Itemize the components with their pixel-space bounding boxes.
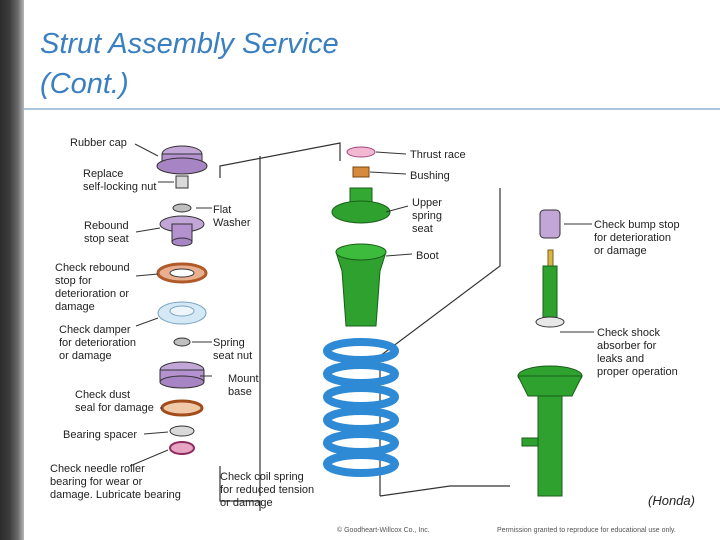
bump-stop-part (539, 209, 561, 239)
label-bushing: Bushing (410, 170, 450, 182)
label-spring-seat-nut-line2: seat nut (213, 350, 252, 362)
spring-seat-nut-part (173, 337, 191, 347)
bracket-left-bottom (219, 466, 261, 511)
bracket-right-bottom (379, 485, 510, 497)
label-check-damper-line1: Check damper (59, 324, 131, 336)
title-divider (24, 108, 720, 110)
label-coil-spring-line3: or damage (220, 497, 273, 509)
label-upper-seat-line3: seat (412, 223, 433, 235)
dust-seal-part (160, 399, 204, 417)
label-flat-washer-line2: Washer (213, 217, 251, 229)
label-thrust-race: Thrust race (410, 149, 466, 161)
label-dust-seal-line1: Check dust (75, 389, 130, 401)
upper-spring-seat-part (331, 187, 391, 224)
bracket-right-top (379, 188, 501, 357)
label-replace-line1: Replace (83, 168, 123, 180)
rebound-stop-ring-part (156, 262, 208, 284)
image-credit: (Honda) (648, 493, 695, 508)
label-bump-stop-line1: Check bump stop (594, 219, 680, 231)
label-check-rebound-line2: stop for (55, 275, 92, 287)
thrust-race-part (346, 146, 376, 158)
label-bump-stop-line3: or damage (594, 245, 647, 257)
label-check-rebound-line3: deterioration or (55, 288, 129, 300)
label-upper-seat-line2: spring (412, 210, 442, 222)
label-mount-base-line2: base (228, 386, 252, 398)
label-check-rebound-line1: Check rebound (55, 262, 130, 274)
flat-washer-part (172, 203, 192, 213)
title-line-2: (Cont.) (40, 68, 129, 100)
label-bump-stop-line2: for deterioration (594, 232, 671, 244)
title-band (24, 0, 720, 108)
label-coil-spring-line1: Check coil spring (220, 471, 304, 483)
label-check-rebound-line4: damage (55, 301, 95, 313)
label-shock-line3: leaks and (597, 353, 644, 365)
label-rebound-seat-line2: stop seat (84, 233, 129, 245)
label-replace-line2: self-locking nut (83, 181, 156, 193)
label-rebound-seat-line1: Rebound (84, 220, 129, 232)
damper-part (157, 301, 207, 325)
label-bearing-spacer: Bearing spacer (63, 429, 137, 441)
label-needle-line3: damage. Lubricate bearing (50, 489, 181, 501)
title-line-1: Strut Assembly Service (40, 28, 339, 60)
leader-lines (129, 143, 594, 467)
label-shock-line1: Check shock (597, 327, 660, 339)
label-needle-line2: bearing for wear or (50, 476, 143, 488)
bushing-part (352, 166, 370, 178)
label-shock-line2: absorber for (597, 340, 657, 352)
needle-bearing-part (169, 441, 195, 455)
footer-copyright: © Goodheart-Willcox Co., Inc. (337, 527, 430, 534)
label-upper-seat-line1: Upper (412, 197, 442, 209)
strut-exploded-diagram: Rubber cap Replace self-locking nut Rebo… (40, 126, 690, 516)
slide-title: Strut Assembly Service (Cont.) (40, 24, 339, 104)
mount-base-part (159, 361, 205, 389)
label-check-damper-line3: or damage (59, 350, 112, 362)
footer-permission: Permission granted to reproduce for educ… (497, 527, 676, 534)
boot-part (335, 243, 387, 327)
label-needle-line1: Check needle roller (50, 463, 145, 475)
self-locking-nut-part (175, 175, 189, 189)
rebound-stop-seat-part (159, 215, 205, 247)
rubber-cap-part (156, 145, 208, 175)
label-dust-seal-line2: seal for damage (75, 402, 154, 414)
shock-absorber-part (517, 249, 583, 497)
bracket-left-top (219, 142, 341, 178)
label-check-damper-line2: for deterioration (59, 337, 136, 349)
label-shock-line4: proper operation (597, 366, 678, 378)
label-spring-seat-nut-line1: Spring (213, 337, 245, 349)
coil-spring-part (323, 338, 399, 477)
label-coil-spring-line2: for reduced tension (220, 484, 314, 496)
label-mount-base-line1: Mount (228, 373, 259, 385)
left-decorative-bar (0, 0, 24, 540)
label-rubber-cap: Rubber cap (70, 137, 127, 149)
label-boot: Boot (416, 250, 439, 262)
label-flat-washer-line1: Flat (213, 204, 231, 216)
bearing-spacer-part (169, 425, 195, 437)
